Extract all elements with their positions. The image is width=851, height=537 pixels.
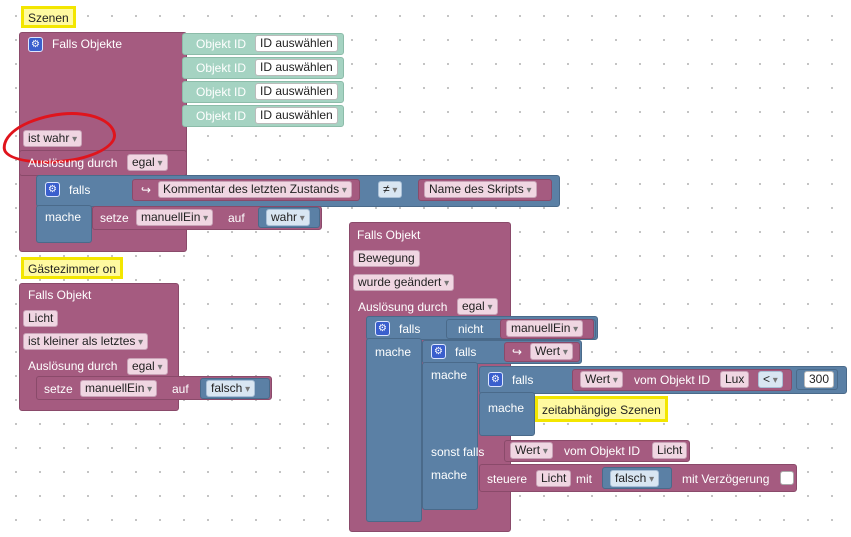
gear-icon[interactable]: ⚙	[28, 37, 43, 52]
trigger-dropdown[interactable]: egal	[127, 154, 168, 171]
of-object-label: vom Objekt ID	[634, 373, 711, 387]
set-label: setze	[100, 211, 129, 225]
not-label: nicht	[458, 322, 484, 336]
trigger-label: Auslösung durch	[28, 359, 118, 373]
object-id-label: Objekt ID	[196, 85, 247, 99]
object-id-label: Objekt ID	[196, 37, 247, 51]
control-label: steuere	[487, 472, 528, 486]
to-label: auf	[172, 382, 189, 396]
if-not-block-body	[366, 338, 422, 522]
if-label: falls	[399, 322, 421, 336]
do-label: mache	[431, 468, 468, 482]
if-label: falls	[455, 345, 477, 359]
if-value-block-body	[422, 362, 478, 510]
licht-object-field[interactable]: Licht	[652, 442, 688, 459]
trigger-dropdown[interactable]: egal	[127, 358, 168, 375]
value-dropdown[interactable]: Wert	[530, 343, 573, 360]
value-dropdown[interactable]: Wert	[580, 371, 623, 388]
variable-dropdown[interactable]: manuellEin	[506, 320, 584, 337]
operator-dropdown[interactable]: <	[758, 371, 783, 388]
event-label: Falls Objekt	[357, 228, 421, 242]
boolean-dropdown[interactable]: falsch	[610, 470, 660, 487]
condition-dropdown[interactable]: wurde geändert	[353, 274, 455, 291]
licht-object-field[interactable]: Licht	[536, 470, 572, 487]
gear-icon[interactable]: ⚙	[375, 321, 390, 336]
id-select-field[interactable]: ID auswählen	[255, 59, 338, 76]
else-if-label: sonst falls	[431, 445, 485, 459]
operator-dropdown[interactable]: ≠	[378, 181, 403, 198]
comment-zeitabhaengige-szenen[interactable]: zeitabhängige Szenen	[535, 396, 668, 422]
return-arrow-icon: ↪	[141, 183, 152, 197]
with-label: mit	[576, 472, 592, 486]
return-arrow-icon: ↪	[512, 345, 523, 359]
trigger-label: Auslösung durch	[28, 156, 118, 170]
if-label: falls	[512, 373, 534, 387]
set-label: setze	[44, 382, 73, 396]
boolean-dropdown[interactable]: wahr	[266, 209, 310, 226]
if-lux-block-body	[479, 392, 535, 436]
comment-gaestezimmer[interactable]: Gästezimmer on	[21, 257, 124, 279]
if-block-body	[36, 205, 92, 243]
threshold-field[interactable]: 300	[804, 371, 835, 388]
of-object-label: vom Objekt ID	[564, 444, 641, 458]
do-label: mache	[45, 210, 82, 224]
do-label: mache	[488, 401, 525, 415]
do-label: mache	[375, 345, 412, 359]
to-label: auf	[228, 211, 245, 225]
event-label: Falls Objekt	[28, 288, 92, 302]
id-select-field[interactable]: ID auswählen	[255, 83, 338, 100]
object-field[interactable]: Bewegung	[353, 250, 420, 267]
trigger-label: Auslösung durch	[358, 300, 448, 314]
value-dropdown[interactable]: Wert	[510, 442, 553, 459]
object-id-label: Objekt ID	[196, 61, 247, 75]
script-name-dropdown[interactable]: Name des Skripts	[424, 181, 537, 198]
delay-checkbox[interactable]	[780, 471, 794, 485]
condition-dropdown[interactable]: ist kleiner als letztes	[23, 333, 149, 350]
condition-dropdown[interactable]: ist wahr	[23, 130, 83, 147]
object-field[interactable]: Licht	[23, 310, 59, 327]
boolean-dropdown[interactable]: falsch	[206, 380, 256, 397]
id-select-field[interactable]: ID auswählen	[255, 35, 338, 52]
comment-szenen[interactable]: Szenen	[21, 6, 76, 28]
object-id-label: Objekt ID	[196, 109, 247, 123]
do-label: mache	[431, 368, 468, 382]
trigger-dropdown[interactable]: egal	[457, 298, 498, 315]
if-label: falls	[69, 183, 91, 197]
id-select-field[interactable]: ID auswählen	[255, 107, 338, 124]
variable-dropdown[interactable]: manuellEin	[80, 380, 158, 397]
gear-icon[interactable]: ⚙	[431, 344, 446, 359]
delay-label: mit Verzögerung	[682, 472, 770, 486]
variable-dropdown[interactable]: manuellEin	[136, 209, 214, 226]
event-label: Falls Objekte	[52, 37, 123, 51]
comment-value-dropdown[interactable]: Kommentar des letzten Zustands	[158, 181, 352, 198]
gear-icon[interactable]: ⚙	[45, 182, 60, 197]
gear-icon[interactable]: ⚙	[488, 372, 503, 387]
lux-object-field[interactable]: Lux	[720, 371, 750, 388]
